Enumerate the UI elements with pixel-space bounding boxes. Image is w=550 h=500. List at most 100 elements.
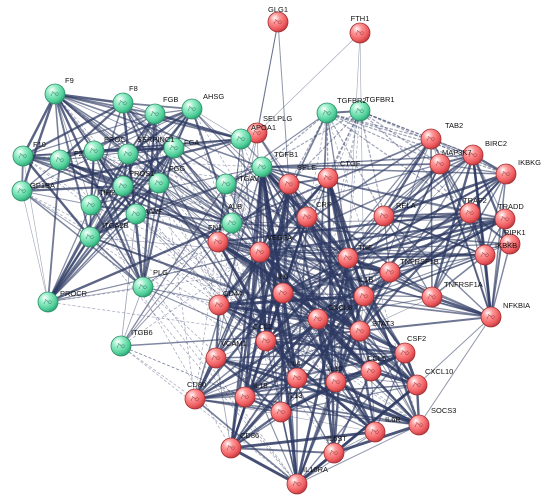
node-label-il18: IL18 [253, 381, 268, 390]
node-cd44[interactable] [208, 294, 230, 316]
edge-gp1ba-ccl5 [21, 190, 372, 372]
edge-traf2-tnf [346, 211, 472, 260]
node-ahsg[interactable] [181, 98, 203, 120]
node-socs3[interactable] [408, 414, 430, 436]
node-map3k7[interactable] [429, 153, 451, 175]
node-stat3[interactable] [349, 320, 371, 342]
protein-structure-icon [284, 180, 294, 187]
node-label-ikbkb: IKBKB [495, 241, 517, 250]
node-fn1[interactable] [207, 231, 229, 253]
node-f10[interactable] [12, 145, 34, 167]
protein-structure-icon [123, 150, 133, 157]
node-tab2[interactable] [420, 128, 442, 150]
node-ccl2[interactable] [255, 330, 277, 352]
node-fgb[interactable] [144, 103, 166, 125]
node-ikbkg[interactable] [495, 163, 517, 185]
node-itgav[interactable] [215, 173, 237, 195]
edge-tgfbr1-tab2 [359, 110, 432, 140]
node-cd86[interactable] [220, 437, 242, 459]
edge-stat3-tnfrsf1a [359, 296, 433, 332]
edge-il6st-ctgf [326, 176, 336, 455]
edge-tnf-fga [173, 147, 349, 259]
node-f9[interactable] [44, 83, 66, 105]
edge-itgav-ccl5 [225, 183, 372, 372]
node-gp1ba[interactable] [11, 180, 33, 202]
edge-il18-sele [243, 182, 291, 399]
node-pros1[interactable] [112, 175, 134, 197]
node-traf2[interactable] [459, 202, 481, 224]
node-plg[interactable] [132, 276, 154, 298]
edge-tgfbr2-tab2 [326, 112, 432, 140]
edge-il10-tgfb1 [261, 166, 337, 383]
node-f8[interactable] [112, 92, 134, 114]
node-tnfrsf1a[interactable] [421, 286, 443, 308]
protein-structure-icon [505, 240, 515, 247]
node-ripk1[interactable] [499, 233, 521, 255]
node-ctgf[interactable] [317, 167, 339, 189]
node-label-tnf: TNF [358, 243, 373, 252]
node-label-selplg: SELPLG [263, 114, 292, 123]
node-il10[interactable] [325, 371, 347, 393]
node-itga2b[interactable] [79, 226, 101, 248]
node-proc[interactable] [83, 140, 105, 162]
node-label-ikbkg: IKBKG [518, 158, 541, 167]
edge-tgfbr1-tgfb1 [261, 110, 361, 168]
node-tnf[interactable] [337, 247, 359, 269]
node-fth1[interactable] [349, 22, 371, 44]
node-tnfrsf1b[interactable] [379, 261, 401, 283]
node-procr[interactable] [37, 291, 59, 313]
node-label-f8: F8 [129, 84, 138, 93]
edge-alb-map3k7 [231, 163, 441, 224]
edge-vcam1-crp [214, 215, 309, 360]
node-rela[interactable] [373, 205, 395, 227]
node-tgfbr1[interactable] [349, 100, 371, 122]
node-sele[interactable] [278, 173, 300, 195]
node-il6r[interactable] [364, 421, 386, 443]
node-crp[interactable] [296, 206, 318, 228]
node-il6st[interactable] [323, 442, 345, 464]
node-itih2[interactable] [80, 194, 102, 216]
node-vwf[interactable] [125, 203, 147, 225]
node-vcam1[interactable] [205, 347, 227, 369]
node-label-fgb: FGB [163, 95, 178, 104]
node-il10ra[interactable] [286, 473, 308, 495]
node-serpinc1[interactable] [117, 143, 139, 165]
node-alb[interactable] [221, 212, 243, 234]
node-csf2[interactable] [394, 342, 416, 364]
edge-itgav-itga2b [89, 183, 227, 238]
node-nfkbia[interactable] [480, 306, 502, 328]
node-vegfa[interactable] [249, 241, 271, 263]
node-tgfbr2[interactable] [316, 102, 338, 124]
node-il13[interactable] [270, 401, 292, 423]
protein-structure-icon [150, 110, 160, 117]
edge-il1b-ahsg [191, 108, 365, 297]
node-fgg[interactable] [148, 172, 170, 194]
edge-itgav-cxcl8 [225, 183, 319, 320]
edge-selplg-tnf [256, 132, 349, 259]
node-apoa1[interactable] [230, 128, 252, 150]
node-f2[interactable] [49, 149, 71, 171]
protein-structure-icon [221, 180, 231, 187]
node-il1b[interactable] [353, 285, 375, 307]
edge-gp1ba-ccl2 [21, 190, 267, 342]
node-ccl5[interactable] [360, 360, 382, 382]
node-il6[interactable] [272, 282, 294, 304]
node-fga[interactable] [163, 137, 185, 159]
node-cd80[interactable] [184, 388, 206, 410]
node-ikbkb[interactable] [474, 244, 496, 266]
node-cxcl8[interactable] [307, 308, 329, 330]
protein-structure-icon [118, 182, 128, 189]
node-label-itgb6: ITGB6 [131, 328, 153, 337]
node-label-rela: RELA [396, 201, 416, 210]
edge-cxcl8-cd80 [194, 318, 319, 400]
node-label-apoa1: APOA1 [251, 123, 276, 132]
edge-vegfa-procr [47, 251, 261, 303]
node-il18[interactable] [234, 386, 256, 408]
node-itgb6[interactable] [110, 335, 132, 357]
node-glg1[interactable] [267, 11, 289, 33]
node-il4[interactable] [286, 367, 308, 389]
node-birc2[interactable] [462, 144, 484, 166]
node-cxcl10[interactable] [406, 374, 428, 396]
node-tgfb1[interactable] [251, 156, 273, 178]
node-tradd[interactable] [494, 208, 516, 230]
